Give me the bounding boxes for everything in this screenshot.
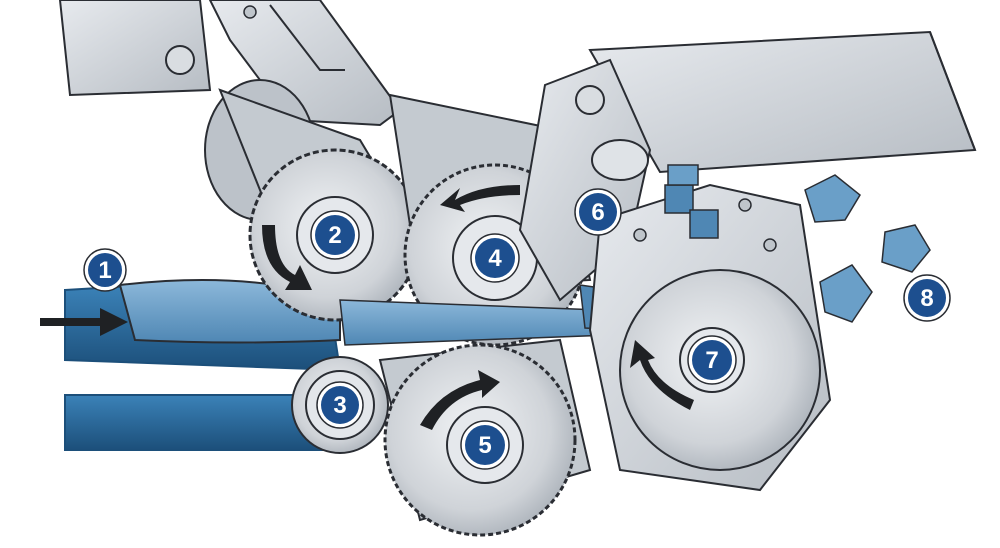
upper-feed-roll <box>204 79 422 322</box>
direction-arrows <box>40 185 694 430</box>
callout-number: 2 <box>328 222 341 249</box>
upper-frame <box>58 0 402 127</box>
rotation-arrow-5-icon <box>420 370 500 430</box>
infeed-arrow-icon <box>40 308 128 336</box>
callout-7: 7 <box>687 335 737 385</box>
rotation-arrow-7-icon <box>630 340 694 410</box>
callout-number: 4 <box>488 245 502 272</box>
cross-cut-rotor <box>588 164 832 492</box>
callout-number: 5 <box>478 432 491 459</box>
callout-1: 1 <box>83 248 127 292</box>
callout-number: 6 <box>591 199 604 226</box>
callout-5: 5 <box>460 420 510 470</box>
callout-6: 6 <box>574 188 622 236</box>
callout-number: 3 <box>333 392 346 419</box>
callout-number: 8 <box>920 285 933 312</box>
callout-layer: 1 2 3 4 5 6 7 8 <box>83 188 951 470</box>
callout-3: 3 <box>316 381 364 429</box>
callout-4: 4 <box>470 233 520 283</box>
callout-number: 7 <box>705 347 718 374</box>
callout-8: 8 <box>903 274 951 322</box>
rotation-arrow-2-icon <box>262 225 312 290</box>
rotation-arrow-4-icon <box>440 185 520 212</box>
callout-number: 1 <box>98 257 111 284</box>
diced-product <box>804 174 931 323</box>
callout-2: 2 <box>310 210 360 260</box>
